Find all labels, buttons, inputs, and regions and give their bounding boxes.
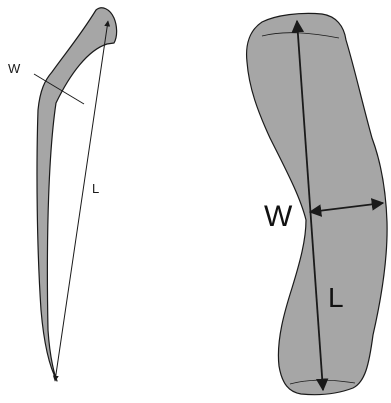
right-length-label: L xyxy=(328,282,344,313)
left-diagram: W L xyxy=(8,8,117,381)
right-width-label: W xyxy=(264,200,293,233)
right-diagram: W L xyxy=(247,13,388,394)
left-shape xyxy=(37,8,117,381)
left-length-label: L xyxy=(92,181,99,196)
left-width-label: W xyxy=(8,61,21,76)
